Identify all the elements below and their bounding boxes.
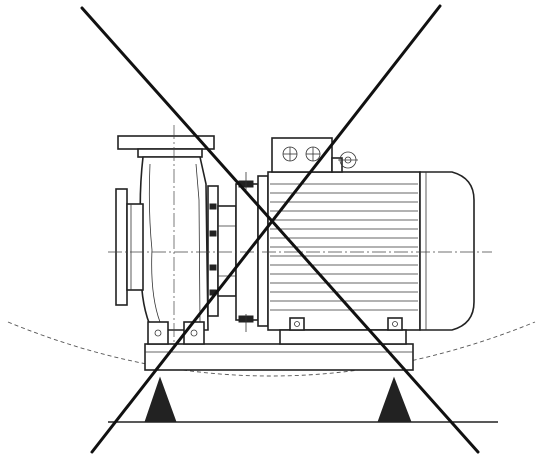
base-plate	[144, 343, 414, 371]
motor-body	[267, 171, 475, 345]
cross-out-icon	[80, 4, 480, 454]
support-triangle-icon	[144, 376, 412, 423]
center-lines	[108, 125, 492, 346]
deflection-curve	[7, 321, 536, 377]
